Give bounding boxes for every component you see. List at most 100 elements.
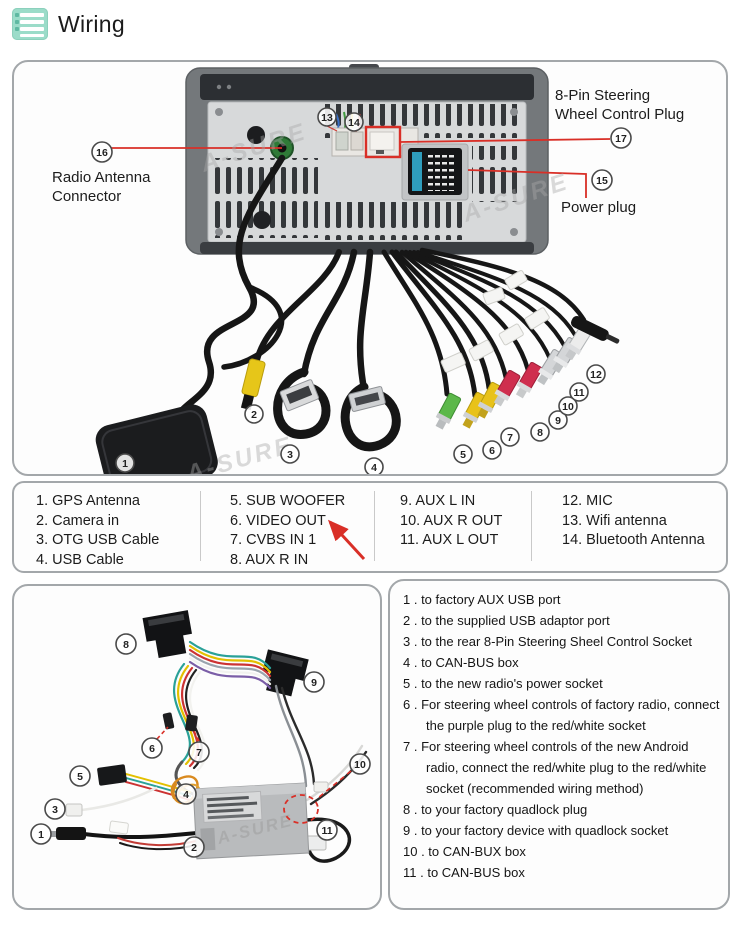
power-plug-leader bbox=[467, 169, 587, 198]
power-socket bbox=[401, 143, 469, 201]
callout-15: 15 bbox=[591, 169, 613, 191]
small-plug-6 bbox=[162, 712, 175, 730]
wire-loom bbox=[80, 640, 368, 863]
mounting-knob bbox=[247, 126, 265, 144]
svg-text:11: 11 bbox=[573, 387, 584, 399]
legend-item: 1. GPS Antenna bbox=[36, 493, 140, 509]
video-out-connector bbox=[240, 358, 266, 411]
callout-11: 11 bbox=[316, 819, 338, 841]
svg-text:14: 14 bbox=[348, 117, 360, 129]
legend-item: 5. SUB WOOFER bbox=[230, 493, 346, 509]
harness-illustration: A-SURE 8 9 6 7 5 4 3 1 2 10 11 bbox=[30, 610, 371, 863]
instruction-item: 7 . For steering wheel controls of the n… bbox=[403, 739, 707, 796]
svg-text:17: 17 bbox=[615, 133, 627, 145]
rca-jacks bbox=[435, 324, 593, 430]
svg-text:15: 15 bbox=[596, 175, 608, 187]
legend-item: 7. CVBS IN 1 bbox=[230, 532, 317, 548]
legend-box: 1. GPS Antenna 2. Camera in 3. OTG USB C… bbox=[12, 481, 728, 573]
svg-text:1: 1 bbox=[38, 829, 44, 841]
legend-column-2: 5. SUB WOOFER 6. VIDEO OUT 7. CVBS IN 1 … bbox=[230, 492, 345, 570]
callout-12: 12 bbox=[586, 364, 606, 384]
legend-item: 13. Wifi antenna bbox=[562, 512, 667, 529]
instruction-item: 5 . to the new radio's power socket bbox=[403, 676, 603, 691]
callout-9: 9 bbox=[548, 410, 568, 430]
page-title: Wiring bbox=[58, 10, 125, 37]
svg-text:16: 16 bbox=[96, 147, 108, 159]
svg-text:8: 8 bbox=[537, 427, 543, 439]
wiring-list-icon bbox=[12, 8, 48, 40]
radio-antenna-label: Radio Antenna Connector bbox=[52, 169, 151, 205]
instruction-item: 6 . For steering wheel controls of facto… bbox=[403, 697, 720, 733]
harness-diagram-box: A-SURE 8 9 6 7 5 4 3 1 2 10 11 bbox=[12, 584, 382, 910]
legend-item: 14. Bluetooth Antenna bbox=[562, 532, 705, 548]
instruction-item: 10 . to CAN-BUX box bbox=[403, 844, 526, 859]
legend-item: 10. AUX R OUT bbox=[400, 512, 503, 529]
svg-text:7: 7 bbox=[196, 747, 202, 759]
page-header: Wiring bbox=[12, 8, 125, 40]
connector-3-white bbox=[65, 803, 83, 817]
connector-10-white bbox=[313, 781, 329, 793]
callout-1: 1 bbox=[115, 453, 135, 473]
callout-2: 2 bbox=[183, 836, 205, 858]
rear-unit-diagram-box: A-SURE A-SURE A-SURE 13 14 17 15 16 1 2 … bbox=[12, 60, 728, 476]
usb-socket-3 bbox=[279, 379, 319, 412]
legend-divider bbox=[531, 491, 532, 561]
legend-column-1: 1. GPS Antenna 2. Camera in 3. OTG USB C… bbox=[36, 492, 159, 570]
quadlock-plug-9 bbox=[262, 649, 309, 697]
svg-text:5: 5 bbox=[460, 449, 466, 461]
instruction-item: 3 . to the rear 8-Pin Steering Sheel Con… bbox=[403, 634, 693, 649]
callout-11: 11 bbox=[569, 382, 589, 402]
svg-text:9: 9 bbox=[311, 677, 317, 689]
svg-text:11: 11 bbox=[321, 825, 332, 837]
instructions-list: 1 . to factory AUX USB port 2 . to the s… bbox=[403, 589, 723, 883]
svg-text:5: 5 bbox=[77, 771, 83, 783]
svg-text:8: 8 bbox=[123, 639, 129, 651]
instruction-item: 8 . to your factory quadlock plug bbox=[403, 802, 588, 817]
instruction-item: 4 . to CAN-BUS box bbox=[403, 655, 519, 670]
callout-5: 5 bbox=[69, 765, 91, 787]
callout-3: 3 bbox=[44, 798, 66, 820]
svg-text:10: 10 bbox=[354, 759, 366, 771]
svg-text:3: 3 bbox=[287, 449, 293, 461]
callout-16: 16 bbox=[91, 141, 113, 163]
svg-text:10: 10 bbox=[562, 401, 574, 413]
legend-item: 11. AUX L OUT bbox=[400, 532, 499, 548]
callout-4: 4 bbox=[364, 457, 384, 474]
callout-8: 8 bbox=[115, 633, 137, 655]
svg-text:6: 6 bbox=[149, 743, 155, 755]
callout-8: 8 bbox=[530, 422, 550, 442]
svg-text:3: 3 bbox=[52, 804, 58, 816]
rear-port bbox=[253, 211, 271, 229]
head-unit-rear bbox=[185, 64, 549, 255]
legend-column-4: 12. MIC 13. Wifi antenna 14. Bluetooth A… bbox=[562, 492, 705, 551]
svg-text:6: 6 bbox=[489, 445, 495, 457]
rear-unit-illustration: A-SURE A-SURE A-SURE 13 14 17 15 16 1 2 … bbox=[91, 64, 632, 474]
instruction-item: 2 . to the supplied USB adaptor port bbox=[403, 613, 610, 628]
mic-jack-connector bbox=[570, 315, 620, 344]
cable-tags bbox=[440, 270, 550, 373]
steering-plug-label: 8-Pin Steering Wheel Control Plug bbox=[555, 87, 685, 123]
callout-1: 1 bbox=[30, 823, 52, 845]
legend-column-3: 9. AUX L IN 10. AUX R OUT 11. AUX L OUT bbox=[400, 492, 502, 551]
legend-item: 8. AUX R IN bbox=[230, 551, 309, 568]
callout-6: 6 bbox=[482, 440, 502, 460]
callout-7: 7 bbox=[188, 741, 210, 763]
callout-6: 6 bbox=[141, 737, 163, 759]
svg-text:9: 9 bbox=[555, 415, 561, 427]
legend-item: 9. AUX L IN bbox=[400, 493, 476, 509]
svg-text:4: 4 bbox=[183, 789, 189, 801]
usb-socket-4 bbox=[348, 386, 386, 412]
callout-4: 4 bbox=[175, 783, 197, 805]
steering-plug-highlight bbox=[364, 125, 611, 159]
connector-1-barrel bbox=[50, 820, 129, 840]
legend-divider bbox=[200, 491, 201, 561]
callout-7: 7 bbox=[500, 427, 520, 447]
legend-item: 2. Camera in bbox=[36, 512, 120, 529]
instruction-item: 1 . to factory AUX USB port bbox=[403, 592, 561, 607]
svg-text:12: 12 bbox=[590, 369, 602, 381]
instruction-item: 9 . to your factory device with quadlock… bbox=[403, 823, 669, 838]
red-dashed-markers bbox=[156, 726, 352, 824]
instruction-item: 11 . to CAN-BUS box bbox=[403, 865, 525, 880]
svg-text:1: 1 bbox=[122, 458, 128, 470]
